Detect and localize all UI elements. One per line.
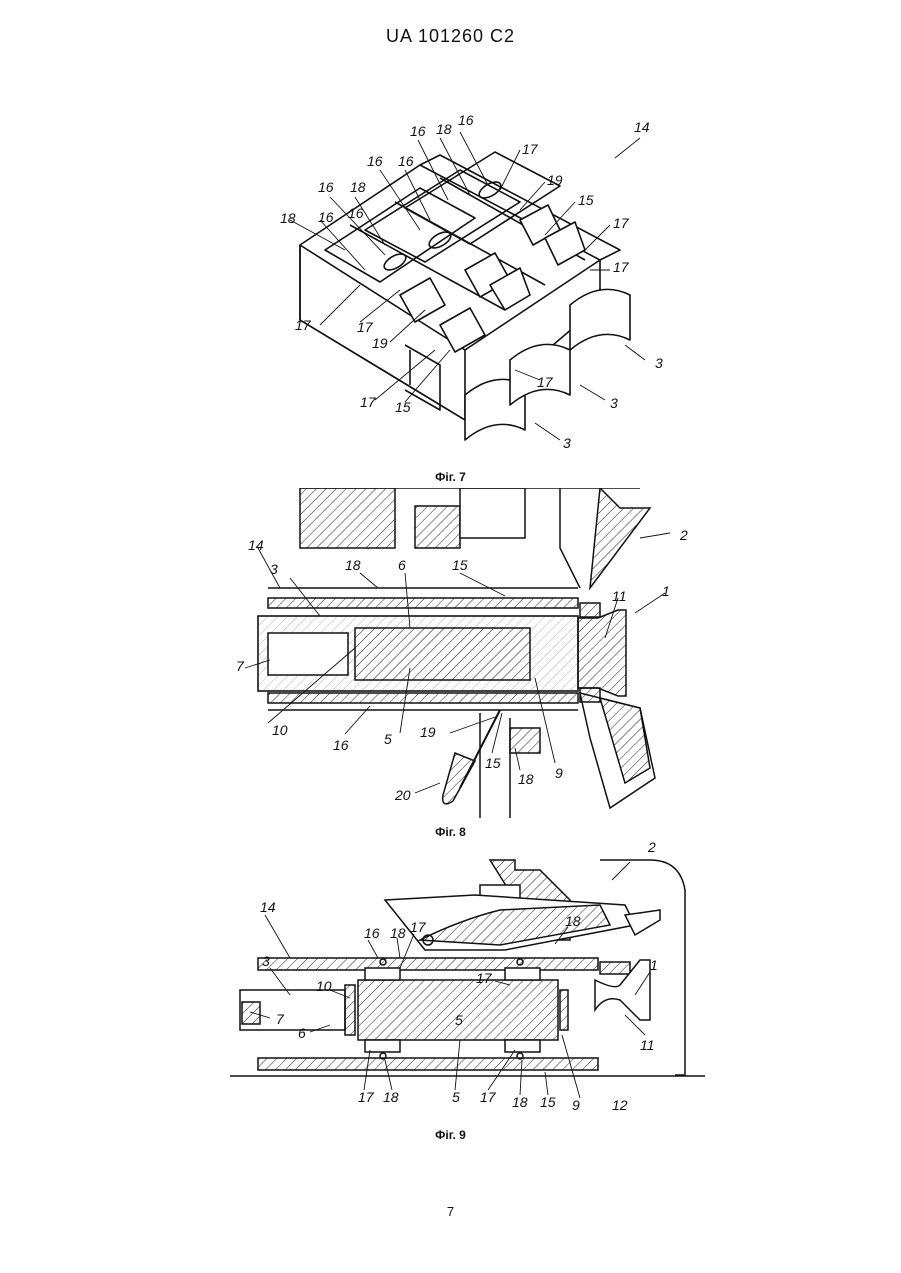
figure-7-drawing: 14 16 18 16 17 16 16 19 15 17 16 18 16 1… [0, 110, 901, 465]
fig8-label: 20 [394, 787, 411, 803]
fig8-label: 1 [662, 583, 670, 599]
fig7-label: 15 [578, 192, 594, 208]
fig9-label: 17 [358, 1089, 375, 1105]
fig8-label: 15 [452, 557, 468, 573]
fig7-label: 17 [360, 394, 377, 410]
fig9-label: 5 [452, 1089, 460, 1105]
figure-9-drawing: 2 14 16 18 17 18 3 10 17 1 7 6 5 11 17 1… [0, 840, 901, 1120]
fig9-label: 1 [650, 957, 658, 973]
fig7-label: 19 [547, 172, 563, 188]
fig9-label: 10 [316, 978, 332, 994]
fig8-label: 18 [518, 771, 534, 787]
fig9-label: 16 [364, 925, 380, 941]
fig7-label: 16 [410, 123, 426, 139]
fig7-label: 16 [348, 205, 364, 221]
fig7-label: 16 [398, 153, 414, 169]
fig7-label: 19 [372, 335, 388, 351]
fig7-label: 3 [610, 395, 618, 411]
fig7-label: 17 [613, 215, 630, 231]
fig9-label: 18 [512, 1094, 528, 1110]
fig9-label: 18 [383, 1089, 399, 1105]
fig7-label: 16 [318, 179, 334, 195]
fig8-label: 9 [555, 765, 563, 781]
fig8-label: 5 [384, 731, 392, 747]
fig7-label: 15 [395, 399, 411, 415]
fig9-label: 9 [572, 1097, 580, 1113]
fig9-label: 18 [565, 913, 581, 929]
fig9-label: 17 [410, 919, 427, 935]
fig7-label: 18 [436, 121, 452, 137]
fig8-label: 18 [345, 557, 361, 573]
fig9-label: 6 [298, 1025, 306, 1041]
fig7-label: 17 [613, 259, 630, 275]
figure-9-caption: Фіг. 9 [0, 1128, 901, 1142]
fig9-label: 14 [260, 899, 276, 915]
fig7-label: 3 [655, 355, 663, 371]
fig8-label: 3 [270, 561, 278, 577]
fig9-label: 7 [276, 1011, 285, 1027]
figure-7-caption: Фіг. 7 [0, 470, 901, 484]
fig9-label: 3 [262, 953, 270, 969]
figure-8-drawing: 2 14 3 18 6 15 1 11 7 10 16 5 19 15 18 9… [0, 488, 901, 818]
fig7-label: 18 [280, 210, 296, 226]
fig7-label: 16 [367, 153, 383, 169]
fig8-label: 6 [398, 557, 406, 573]
fig8-label: 10 [272, 722, 288, 738]
fig8-label: 14 [248, 537, 264, 553]
fig7-label: 16 [458, 112, 474, 128]
fig7-label: 16 [318, 209, 334, 225]
fig8-label: 19 [420, 724, 436, 740]
fig7-label: 17 [295, 317, 312, 333]
fig8-label: 15 [485, 755, 501, 771]
fig9-label: 15 [540, 1094, 556, 1110]
fig9-label: 5 [455, 1012, 463, 1028]
fig8-label: 16 [333, 737, 349, 753]
document-id: UA 101260 C2 [0, 26, 901, 47]
fig7-label: 14 [634, 119, 650, 135]
fig7-label: 3 [563, 435, 571, 451]
fig7-label: 17 [522, 141, 539, 157]
fig8-label: 2 [679, 527, 688, 543]
fig8-label: 7 [236, 658, 245, 674]
figure-8-caption: Фіг. 8 [0, 825, 901, 839]
fig9-label: 12 [612, 1097, 628, 1113]
fig9-label: 11 [640, 1037, 655, 1053]
fig7-label: 17 [537, 374, 554, 390]
fig8-label: 11 [612, 588, 627, 604]
fig9-label: 17 [476, 970, 493, 986]
fig7-label: 18 [350, 179, 366, 195]
page-number: 7 [0, 1204, 901, 1219]
fig9-label: 17 [480, 1089, 497, 1105]
fig9-label: 18 [390, 925, 406, 941]
fig7-label: 17 [357, 319, 374, 335]
fig9-label: 2 [647, 840, 656, 855]
